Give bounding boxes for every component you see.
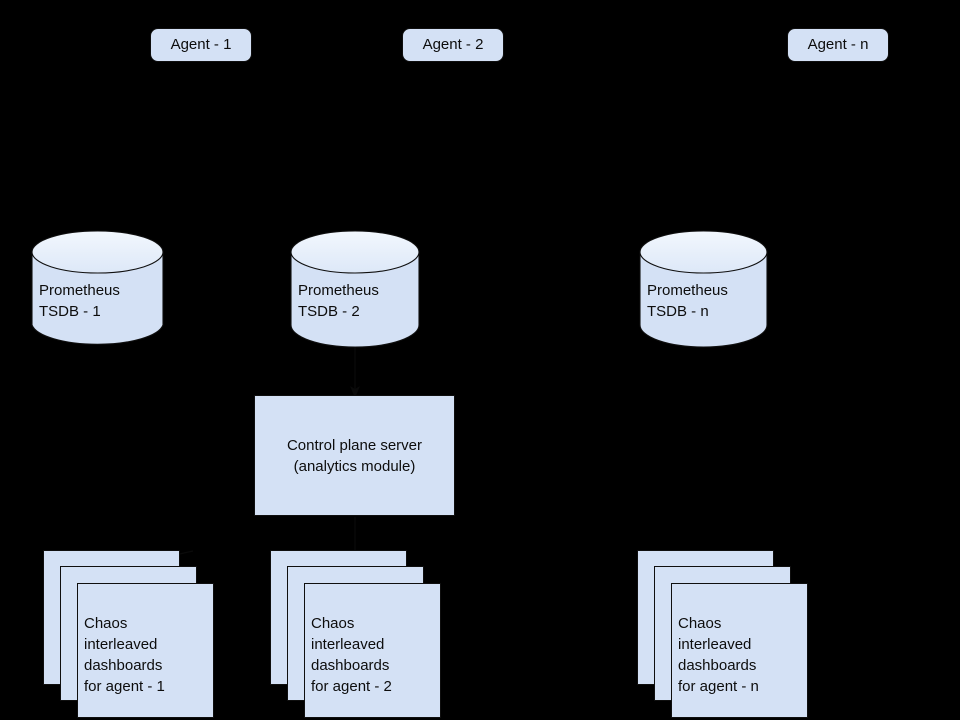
dashboard-stack-1[interactable]: Chaos interleaved dashboards for agent -… [43, 550, 218, 720]
prometheus-tsdb-2-label: Prometheus TSDB - 2 [298, 282, 379, 320]
prometheus-tsdb-n-label: Prometheus TSDB - n [647, 282, 728, 320]
dashboard-stack-2-label: Chaos interleaved dashboards for agent -… [311, 615, 392, 695]
edge-tsdb2-to-control-plane [350, 347, 360, 398]
cylinder-shape-icon [31, 230, 164, 345]
dashboard-card-front[interactable] [671, 583, 808, 718]
dashboard-stack-2[interactable]: Chaos interleaved dashboards for agent -… [270, 550, 445, 720]
dashboard-card-front[interactable] [304, 583, 441, 718]
agent-node-2[interactable]: Agent - 2 [402, 28, 504, 62]
prometheus-tsdb-2[interactable]: Prometheus TSDB - 2 [290, 230, 420, 348]
agent-node-n[interactable]: Agent - n [787, 28, 889, 62]
control-plane-server-label: Control plane server (analytics module) [286, 436, 423, 475]
agent-node-2-label: Agent - 2 [422, 35, 484, 53]
agent-node-1-label: Agent - 1 [170, 35, 232, 53]
cylinder-shape-icon [639, 230, 768, 348]
dashboard-stack-n-label: Chaos interleaved dashboards for agent -… [678, 615, 759, 695]
dashboard-card-front[interactable] [77, 583, 214, 718]
agent-node-n-label: Agent - n [807, 35, 869, 53]
control-plane-server[interactable]: Control plane server (analytics module) [254, 395, 455, 516]
cylinder-shape-icon [290, 230, 420, 348]
prometheus-tsdb-n[interactable]: Prometheus TSDB - n [639, 230, 768, 348]
prometheus-tsdb-1[interactable]: Prometheus TSDB - 1 [31, 230, 164, 347]
dashboard-stack-1-label: Chaos interleaved dashboards for agent -… [84, 615, 165, 695]
dashboard-stack-n[interactable]: Chaos interleaved dashboards for agent -… [637, 550, 812, 720]
agent-node-1[interactable]: Agent - 1 [150, 28, 252, 62]
prometheus-tsdb-1-label: Prometheus TSDB - 1 [39, 282, 120, 320]
